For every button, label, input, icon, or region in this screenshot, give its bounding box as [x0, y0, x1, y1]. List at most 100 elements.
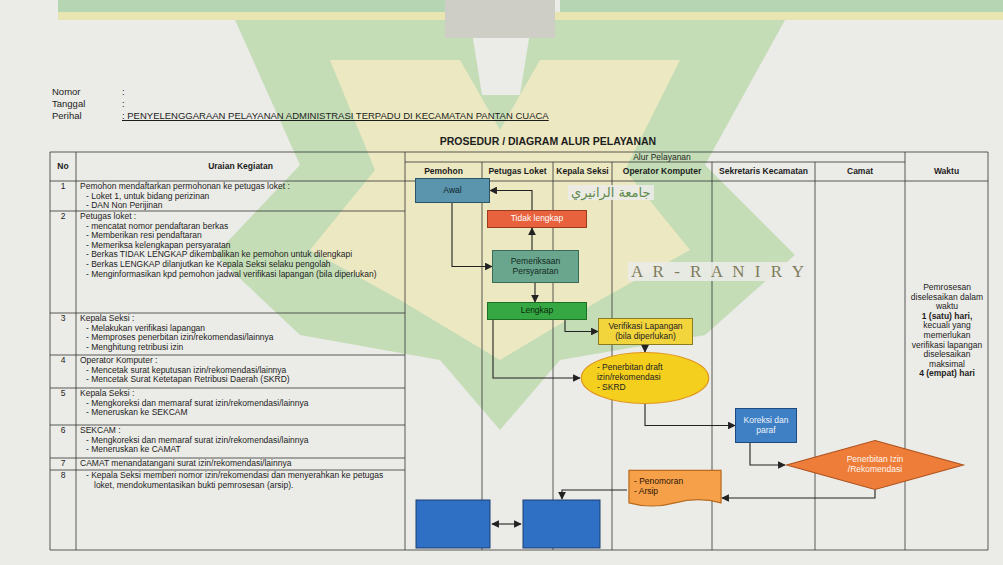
row-number: 4 — [50, 356, 76, 366]
watermark-text: جامعة الرانيري — [568, 185, 654, 200]
node-label: Verifikasi Lapangan (bila diperlukan) — [601, 322, 690, 342]
activity-cell: Pemohon mendaftarkan permohonan ke petug… — [80, 182, 402, 211]
activity-cell: Kepala Seksi :- Melakukan verifikasi lap… — [80, 314, 402, 352]
node-label: Pemeriksaan Persyaratan — [495, 257, 576, 277]
node-text: - Penomoran- Arsip — [634, 477, 716, 497]
activity-cell: Operator Komputer :- Mencetak surat kepu… — [80, 356, 402, 385]
diamond-fill — [787, 441, 963, 490]
activity-text: - Meneruskan ke SEKCAM — [80, 408, 402, 418]
activity-cell: - Kepala Seksi memberi nomor izin/rekome… — [80, 471, 402, 490]
time-cell: Pemrosesan diselesaikan dalam waktu1 (sa… — [908, 283, 986, 379]
activity-text: - Mencetak Surat Ketetapan Retribusi Dae… — [80, 375, 402, 385]
node-text: Penerbitan Izin /Rekomendasi — [830, 455, 920, 475]
activity-text: - Berkas TIDAK LENGKAP dikembalikan ke p… — [80, 250, 402, 260]
activity-text: - Mengkoreksi dan memaraf surat izin/rek… — [80, 436, 402, 446]
field-name: Nomor — [52, 86, 81, 97]
node-text: Awal — [418, 186, 487, 196]
column-header: Waktu — [905, 162, 988, 181]
table-rule — [482, 162, 483, 550]
node-text: Verifikasi Lapangan (bila diperlukan) — [601, 322, 690, 342]
node-label: Lengkap — [490, 306, 584, 316]
activity-cell: CAMAT menandatangani surat izin/rekomend… — [80, 459, 402, 469]
ellipse-fill — [581, 353, 708, 404]
activity-text: - Memproses penerbitan izin/rekomendasi/… — [80, 333, 402, 343]
table-rule — [50, 152, 988, 153]
column-header: No — [50, 152, 76, 181]
activity-text: - mencatat nomor pendaftaran berkas — [80, 222, 402, 232]
process-box: Pemeriksaan Persyaratan — [492, 250, 579, 283]
activity-text: Kepala Seksi : — [80, 314, 402, 324]
table-rule — [50, 152, 51, 550]
column-header: Kepala Seksi — [553, 162, 612, 181]
row-number: 8 — [50, 471, 76, 481]
watermark-text: A R - R A N I R Y — [628, 262, 810, 281]
document-shape: - Penomoran- Arsip — [628, 470, 722, 510]
table-rule — [988, 152, 989, 550]
node-label: Penerbitan Izin /Rekomendasi — [830, 455, 920, 475]
field-colon: : — [122, 98, 125, 109]
watermark-band — [58, 0, 478, 12]
activity-text: - Mencetak surat keputusan izin/rekomend… — [80, 366, 402, 376]
activity-text: - Berkas LENGKAP dilanjutkan ke Kepala S… — [80, 260, 402, 270]
activity-text: - Memeriksa kelengkapan persyaratan — [80, 241, 402, 251]
column-header: Camat — [815, 162, 905, 181]
handover-arrow — [562, 490, 627, 499]
table-rule — [50, 550, 988, 551]
activity-cell: Kepala Seksi :- Mengkoreksi dan memaraf … — [80, 389, 402, 418]
activity-text: - Mengkoreksi dan memaraf surat izin/rek… — [80, 399, 402, 409]
activity-text: - Kepala Seksi memberi nomor izin/rekome… — [80, 471, 402, 490]
time-note: 1 (satu) hari, — [908, 312, 986, 322]
activity-text: Petugas loket : — [80, 212, 402, 222]
node-text: Koreksi dan paraf — [738, 416, 794, 436]
column-header: Sekretaris Kecamatan — [712, 162, 815, 181]
start-box: Awal — [415, 178, 490, 203]
node-label: - SKRD — [597, 383, 693, 393]
activity-text: - Loket 1, untuk bidang perizinan — [80, 192, 402, 202]
activity-text: Operator Komputer : — [80, 356, 402, 366]
activity-text: Kepala Seksi : — [80, 389, 402, 399]
process-ellipse: - Penerbitan draft izin/rekomendasi- SKR… — [580, 352, 710, 404]
row-number: 3 — [50, 314, 76, 324]
activity-text: - Melakukan verifikasi lapangan — [80, 324, 402, 334]
flow-connector — [452, 203, 492, 267]
table-rule — [815, 162, 816, 550]
process-box: Verifikasi Lapangan (bila diperlukan) — [598, 318, 693, 345]
activity-text: - Meneruskan ke CAMAT — [80, 445, 402, 455]
watermark-band — [560, 0, 1003, 14]
column-header: Petugas Loket — [482, 162, 553, 181]
field-name: Perihal — [52, 110, 82, 121]
column-header: Operator Komputer — [612, 162, 712, 181]
node-text: Tidak lengkap — [490, 214, 584, 224]
node-label: Koreksi dan paraf — [738, 416, 794, 436]
table-rule — [905, 152, 906, 550]
decision-diamond: Penerbitan Izin /Rekomendasi — [785, 440, 965, 490]
process-box: Lengkap — [487, 302, 587, 320]
node-label: - Arsip — [634, 487, 716, 497]
row-number: 6 — [50, 426, 76, 436]
activity-cell: SEKCAM :- Mengkoreksi dan memaraf surat … — [80, 426, 402, 455]
output-box — [523, 500, 600, 548]
activity-text: - Menghitung retribusi izin — [80, 343, 402, 353]
activity-text: - Memberikan resi pendaftaran — [80, 231, 402, 241]
activity-text: SEKCAM : — [80, 426, 402, 436]
table-rule — [405, 152, 406, 550]
activity-text: Pemohon mendaftarkan permohonan ke petug… — [80, 182, 402, 192]
exchange-arrow — [492, 523, 521, 524]
output-box — [416, 500, 490, 548]
flow-connector — [644, 345, 645, 352]
node-label: Awal — [418, 186, 487, 196]
flow-connector — [493, 320, 580, 378]
field-colon: : — [122, 86, 125, 97]
activity-text: CAMAT menandatangani surat izin/rekomend… — [80, 459, 402, 469]
node-text: Lengkap — [490, 306, 584, 316]
reject-box: Tidak lengkap — [487, 210, 587, 228]
row-number: 7 — [50, 459, 76, 469]
time-note: 4 (empat) hari — [908, 369, 986, 379]
field-name: Tanggal — [52, 98, 85, 109]
time-note: Pemrosesan diselesaikan dalam waktu — [908, 283, 986, 312]
flow-connector — [531, 228, 532, 250]
row-number: 1 — [50, 182, 76, 192]
flow-connector — [645, 404, 735, 426]
flow-connector — [534, 283, 535, 302]
